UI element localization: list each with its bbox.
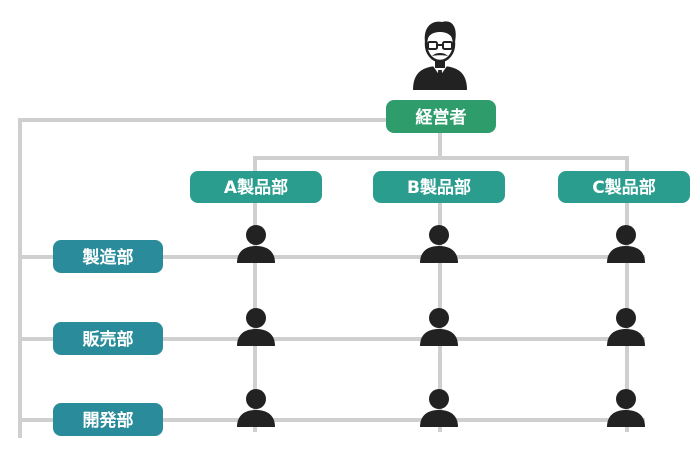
connector-lines: [18, 118, 645, 438]
person-icon: [237, 308, 275, 346]
executive-label: 経営者: [416, 107, 467, 128]
person-icon: [420, 308, 458, 346]
person-icon: [237, 389, 275, 427]
product-box-b: B製品部: [373, 171, 505, 203]
product-label-b: B製品部: [407, 177, 471, 198]
product-box-c: C製品部: [558, 171, 690, 203]
function-label-sales: 販売部: [83, 329, 134, 350]
member-icons: [237, 225, 645, 427]
person-icon: [420, 389, 458, 427]
executive-box: 経営者: [386, 100, 496, 133]
person-icon: [607, 308, 645, 346]
executive-avatar-icon: [413, 21, 467, 90]
product-label-c: C製品部: [592, 177, 655, 198]
person-icon: [607, 225, 645, 263]
function-box-development: 開発部: [53, 403, 163, 436]
function-label-development: 開発部: [83, 410, 134, 431]
person-icon: [237, 225, 275, 263]
function-label-manufacturing: 製造部: [82, 247, 134, 268]
product-box-a: A製品部: [190, 171, 322, 203]
person-icon: [607, 389, 645, 427]
product-label-a: A製品部: [224, 177, 288, 198]
person-icon: [420, 225, 458, 263]
function-box-sales: 販売部: [53, 322, 163, 355]
function-box-manufacturing: 製造部: [53, 240, 163, 273]
